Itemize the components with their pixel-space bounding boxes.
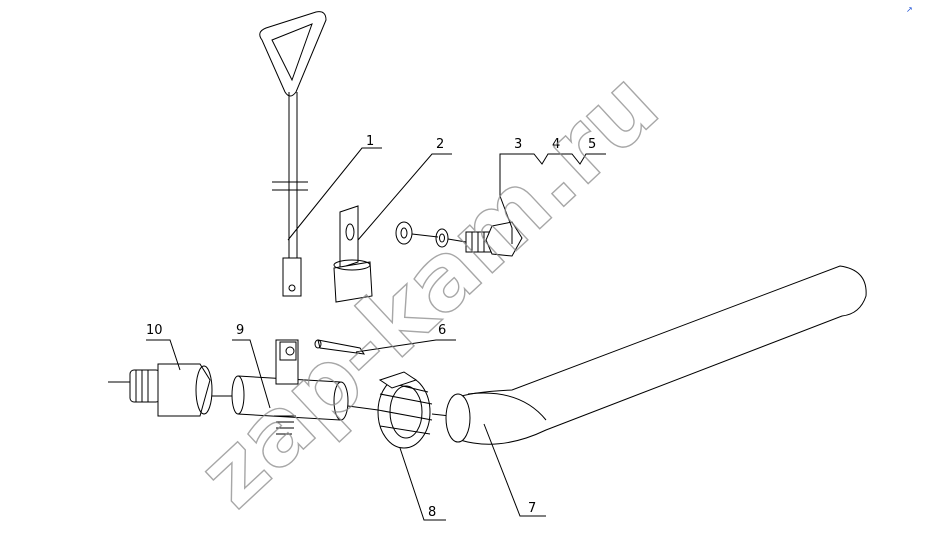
corner-mark: ↗ [906, 5, 913, 14]
part-7-hose [445, 265, 867, 445]
callout-2: 2 [436, 137, 444, 152]
part-8-clamp [347, 371, 451, 449]
callout-3: 3 [514, 137, 522, 152]
part-10-fitting [108, 363, 213, 417]
part-5-bolt [465, 221, 523, 257]
callout-4: 4 [552, 137, 560, 152]
part-3-washer [395, 221, 413, 245]
leader-lines [146, 147, 606, 521]
part-2-bracket [333, 205, 373, 303]
callout-1: 1 [366, 134, 374, 149]
callout-8: 8 [428, 505, 436, 520]
watermark-text: zap-kam.ru [178, 51, 679, 528]
callout-6: 6 [438, 323, 446, 338]
part-1-handle-rod [259, 11, 327, 297]
part-4-lock-washer [435, 228, 449, 248]
callout-9: 9 [236, 323, 244, 338]
callout-7: 7 [528, 501, 536, 516]
assembly-axis-bolt [411, 233, 467, 243]
callout-10: 10 [146, 323, 163, 338]
callout-5: 5 [588, 137, 596, 152]
part-6-cotter-pin [314, 339, 366, 355]
